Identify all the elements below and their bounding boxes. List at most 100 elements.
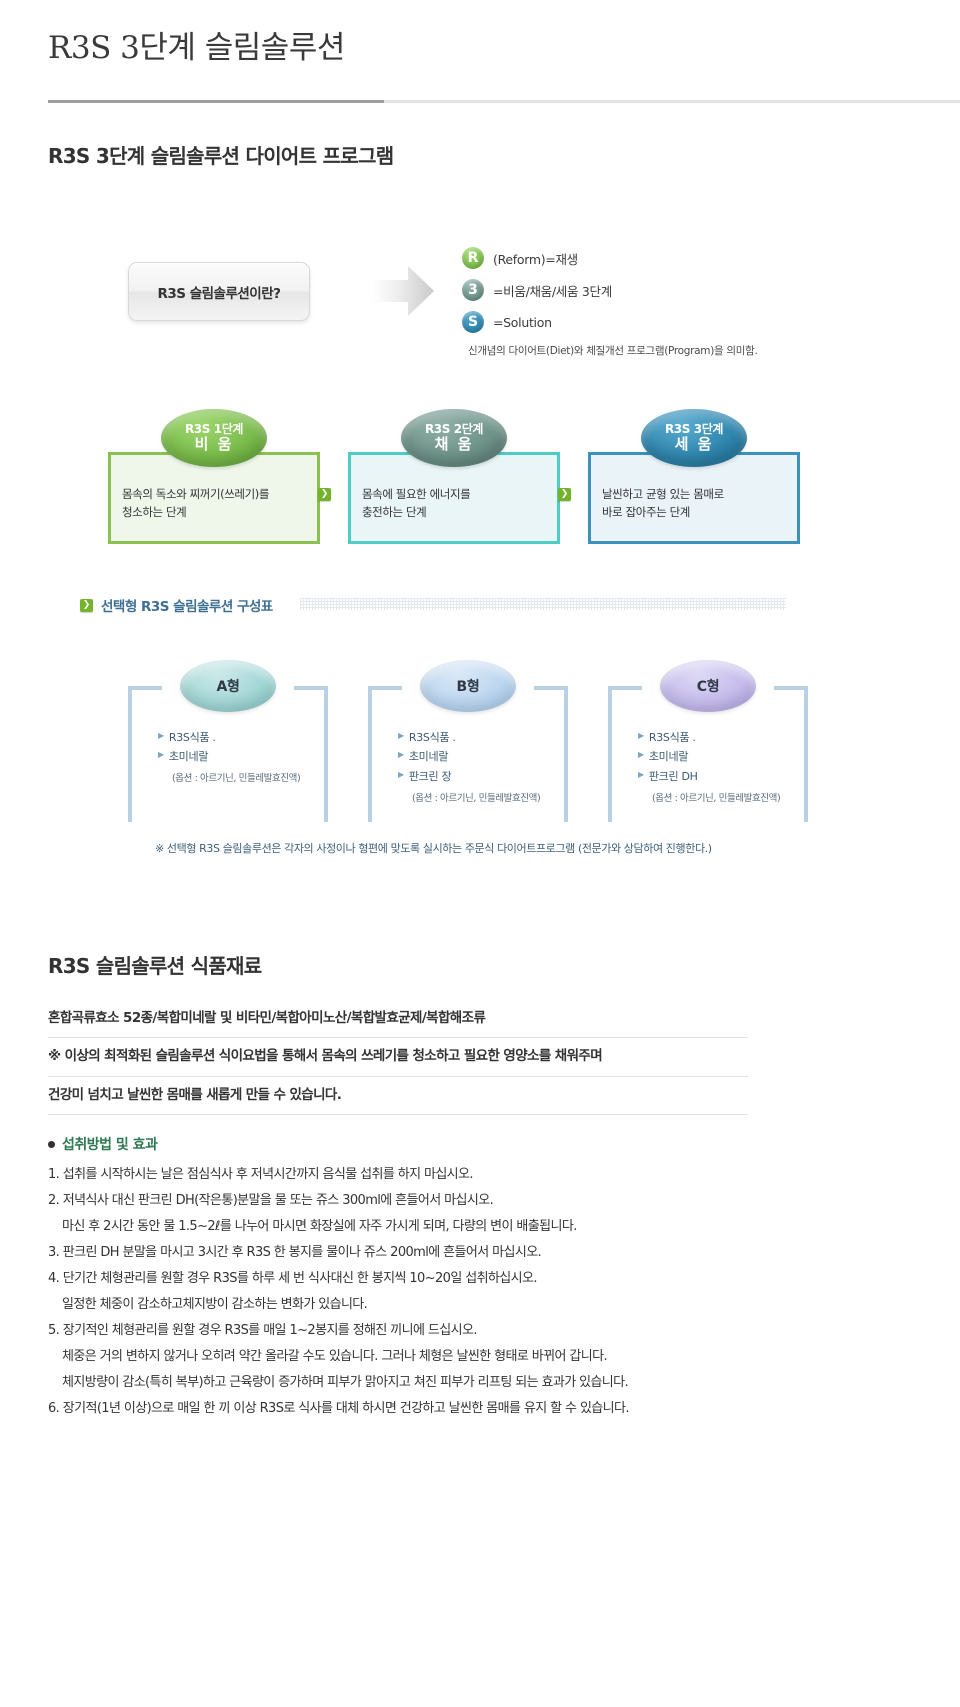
legend-note: 신개념의 다이어트(Diet)와 체질개선 프로그램(Program)을 의미함… <box>468 345 758 357</box>
type-option-note-a: (옵션 : 아르기닌, 민들레발효진액) <box>172 773 301 784</box>
stage-desc-line: 몸속의 독소와 찌꺼기(쓰레기)를 <box>122 487 270 501</box>
composition-footnote: ※ 선택형 R3S 슬림솔루션은 각자의 사정이나 형편에 맞도록 실시하는 주… <box>155 842 712 855</box>
list-item: ▶ R3S식품 . <box>398 728 456 747</box>
howto-step: 마신 후 2시간 동안 물 1.5~2ℓ를 나누어 마시면 화장실에 자주 가시… <box>62 1219 577 1234</box>
howto-step: 일정한 체중이 감소하고체지방이 감소하는 변화가 있습니다. <box>62 1297 368 1312</box>
type-ellipse-c: C형 <box>660 660 756 712</box>
stage-desc-line: 청소하는 단계 <box>122 504 187 519</box>
legend-badge-3: 3 <box>462 279 484 301</box>
stage-box <box>588 452 800 544</box>
howto-step: 2. 저녁식사 대신 판크린 DH(작은통)분말을 물 또는 쥬스 300ml에… <box>48 1193 494 1208</box>
list-item-label: R3S식품 . <box>648 731 696 744</box>
howto-heading-label: 섭취방법 및 효과 <box>62 1137 158 1153</box>
howto-step: 1. 섭취를 시작하시는 날은 점심식사 후 저녁시간까지 음식물 섭취를 하지… <box>48 1167 474 1182</box>
decorative-hatch-line <box>300 598 786 610</box>
title-rule-accent <box>48 100 384 103</box>
type-group-b: B형 ▶ R3S식품 . ▶초미네랄 ▶ 판크린 장 (옵션 : 아르기닌, 민들레… <box>368 660 568 822</box>
howto-heading: 섭취방법 및 효과 <box>48 1134 158 1154</box>
bracket-left <box>368 686 402 822</box>
triangle-bullet-icon: ▶ <box>638 750 644 760</box>
food-material-line: ※ 이상의 최적화된 슬림솔루션 식이요법을 통해서 몸속의 쓰레기를 청소하고… <box>48 1038 748 1077</box>
big-arrow-right-icon <box>372 266 434 316</box>
stage-ellipse-bottom-label: 세 움 <box>674 434 714 453</box>
list-item: ▶ 초미네랄 <box>158 747 216 766</box>
stage-box <box>108 452 320 544</box>
howto-step: 3. 판크린 DH 분말을 마시고 3시간 후 R3S 한 봉지를 물이나 쥬스… <box>48 1245 542 1260</box>
type-ellipse-b: B형 <box>420 660 516 712</box>
chevron-right-icon: ❯ <box>318 488 331 501</box>
stage-ellipse-bottom-label: 채 움 <box>434 434 474 453</box>
food-material-line: 혼합곡류효소 52종/복합미네랄 및 비타민/복합아미노산/복합발효균제/복합해… <box>48 1000 748 1039</box>
type-option-note-c: (옵션 : 아르기닌, 민들레발효진액) <box>652 793 781 804</box>
bracket-right <box>534 686 568 822</box>
legend-badge-s: S <box>462 311 484 333</box>
stage-desc-line: 몸속에 필요한 에너지를 <box>362 487 471 501</box>
stage-desc-3: 날씬하고 균형 있는 몸매로 바로 잡아주는 단계 <box>602 486 790 522</box>
howto-step: 체지방량이 감소(특히 복부)하고 근육량이 증가하며 피부가 맑아지고 쳐진 … <box>62 1375 629 1390</box>
type-item-list-c: ▶R3S식품 . ▶초미네랄 ▶판크린 DH <box>638 728 698 786</box>
triangle-bullet-icon: ▶ <box>398 750 404 760</box>
food-material-line: 건강미 넘치고 날씬한 몸매를 새롭게 만들 수 있습니다. <box>48 1077 748 1115</box>
list-item: ▶ 판크린 DH <box>638 767 698 786</box>
stage-card-1: R3S 1단계 비 움 몸속의 독소와 찌꺼기(쓰레기)를 청소하는 단계 <box>108 409 320 544</box>
chevron-right-icon: ❯ <box>80 598 93 612</box>
legend-list: R (Reform)=재생 3 =비움/채움/세움 3단계 S =Solutio… <box>462 242 612 338</box>
type-item-list-a: ▶ R3S식품 . ▶ 초미네랄 <box>158 728 216 767</box>
stage-ellipse-3: R3S 3단계 세 움 <box>641 409 747 467</box>
list-item: ▶ 판크린 장 <box>398 767 456 786</box>
stage-desc-line: 날씬하고 균형 있는 몸매로 <box>602 487 724 501</box>
bracket-left <box>128 686 162 822</box>
howto-step: 체중은 거의 변하지 않거나 오히려 약간 올라갈 수도 있습니다. 그러나 체… <box>62 1349 608 1364</box>
triangle-bullet-icon: ▶ <box>158 731 164 740</box>
triangle-bullet-icon: ▶ <box>398 731 404 740</box>
list-item: ▶ R3S식품 . <box>158 728 216 747</box>
section-heading-program: R3S 3단계 슬림솔루션 다이어트 프로그램 <box>48 144 394 168</box>
chevron-right-icon: ❯ <box>558 488 571 501</box>
stage-ellipse-1: R3S 1단계 비 움 <box>161 409 267 467</box>
bracket-left <box>608 686 642 822</box>
legend-row: 3 =비움/채움/세움 3단계 <box>462 274 612 306</box>
composition-heading-label: 선택형 R3S 슬림솔루션 구성표 <box>101 599 273 615</box>
howto-step-list: 1. 섭취를 시작하시는 날은 점심식사 후 저녁시간까지 음식물 섭취를 하지… <box>48 1168 928 1428</box>
stage-card-2: R3S 2단계 채 움 몸속에 필요한 에너지를 충전하는 단계 <box>348 409 560 544</box>
stage-desc-1: 몸속의 독소와 찌꺼기(쓰레기)를 청소하는 단계 <box>122 486 310 522</box>
stage-ellipse-bottom-label: 비 움 <box>194 434 234 453</box>
stage-desc-line: 바로 잡아주는 단계 <box>602 504 690 519</box>
list-item-label: 초미네랄 <box>168 750 209 764</box>
type-ellipse-a: A형 <box>180 660 276 712</box>
page-title: R3S 3단계 슬림솔루션 <box>48 30 345 66</box>
howto-step: 5. 장기적인 체형관리를 원할 경우 R3S를 매일 1~2봉지를 정해진 끼… <box>48 1323 477 1338</box>
type-group-a: A형 ▶ R3S식품 . ▶ 초미네랄 (옵션 : 아르기닌, 민들레발효진액) <box>128 660 328 822</box>
bullet-dot-icon <box>48 1140 55 1148</box>
legend-text-r: (Reform)=재생 <box>493 251 578 267</box>
stage-ellipse-top-label: R3S 1단계 <box>184 422 244 437</box>
stage-ellipse-top-label: R3S 3단계 <box>664 422 724 437</box>
food-material-block: 혼합곡류효소 52종/복합미네랄 및 비타민/복합아미노산/복합발효균제/복합해… <box>48 1000 748 1115</box>
legend-row: R (Reform)=재생 <box>462 242 612 274</box>
title-rule <box>48 100 960 103</box>
howto-step: 4. 단기간 체형관리를 원할 경우 R3S를 하루 세 번 식사대신 한 봉지… <box>48 1271 538 1286</box>
triangle-bullet-icon: ▶ <box>638 769 644 779</box>
list-item-label: R3S식품 . <box>168 731 216 744</box>
legend-text-3: =비움/채움/세움 3단계 <box>493 283 612 299</box>
stage-desc-2: 몸속에 필요한 에너지를 충전하는 단계 <box>362 486 550 522</box>
stage-desc-line: 충전하는 단계 <box>362 504 427 519</box>
triangle-bullet-icon: ▶ <box>398 769 404 779</box>
stage-ellipse-2: R3S 2단계 채 움 <box>401 409 507 467</box>
composition-heading: ❯ 선택형 R3S 슬림솔루션 구성표 <box>80 595 273 615</box>
type-group-c: C형 ▶R3S식품 . ▶초미네랄 ▶판크린 DH (옵션 : 아르기닌, 민들… <box>608 660 808 822</box>
type-option-note-b: (옵션 : 아르기닌, 민들레발효진액) <box>412 793 541 804</box>
triangle-bullet-icon: ▶ <box>158 750 164 760</box>
list-item-label: 판크린 장 <box>408 769 452 783</box>
list-item: ▶초미네랄 <box>398 747 456 766</box>
section-heading-food: R3S 슬림솔루션 식품재료 <box>48 954 262 978</box>
list-item-label: R3S식품 . <box>408 731 456 744</box>
stage-ellipse-top-label: R3S 2단계 <box>424 422 484 437</box>
triangle-bullet-icon: ▶ <box>638 731 644 740</box>
legend-badge-r: R <box>462 247 484 269</box>
bracket-right <box>294 686 328 822</box>
list-item-label: 판크린 DH <box>648 769 698 783</box>
howto-step: 6. 장기적(1년 이상)으로 매일 한 끼 이상 R3S로 식사를 대체 하시… <box>48 1401 630 1416</box>
intro-pill-what-is-r3s[interactable]: R3S 슬림솔루션이란? <box>128 262 310 321</box>
